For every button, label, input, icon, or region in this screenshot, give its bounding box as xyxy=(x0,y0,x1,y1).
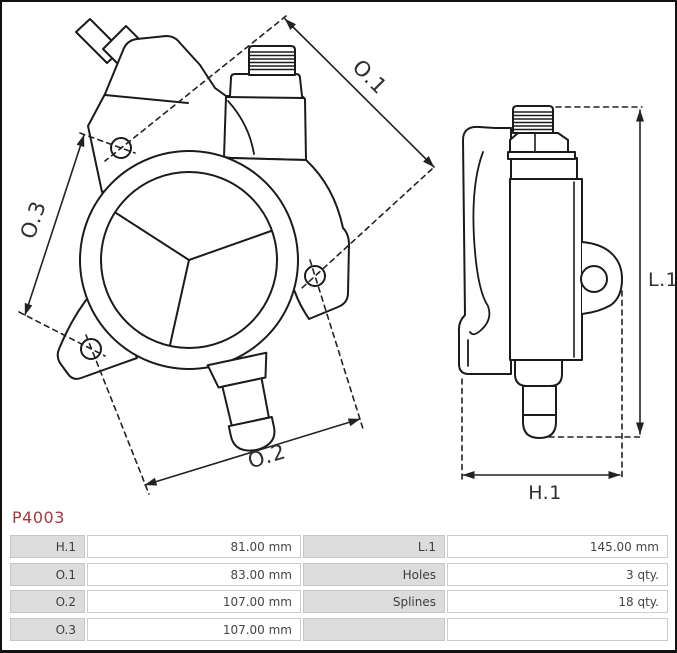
side-nut xyxy=(509,132,569,153)
side-body xyxy=(509,178,583,361)
side-view-drawing: L.1 H.1 xyxy=(457,105,675,504)
side-washer xyxy=(507,151,576,160)
spec-label-cell: Splines xyxy=(303,590,445,613)
part-number: P4003 xyxy=(12,508,65,527)
side-flange-contours xyxy=(467,151,491,367)
spec-label-cell: O.2 xyxy=(10,590,85,613)
spec-value-cell: 145.00 mm xyxy=(447,535,668,558)
spec-label-cell: O.3 xyxy=(10,617,85,641)
side-shoulder xyxy=(514,359,563,387)
spec-label-cell: H.1 xyxy=(10,535,85,558)
side-tab-hole xyxy=(580,265,608,293)
extension-lines-side xyxy=(461,106,643,481)
front-view-drawing: O.1 O.3 O.2 xyxy=(16,15,435,495)
dimension-label-l1: L.1 xyxy=(648,269,675,291)
spec-value-cell: 83.00 mm xyxy=(87,562,301,586)
dimension-label-h1: H.1 xyxy=(528,482,562,504)
spec-row: O.3 107.00 mm xyxy=(10,617,670,641)
dimension-lines-front xyxy=(24,18,435,486)
extension-lines-front xyxy=(18,15,433,495)
spec-row: O.2 107.00 mm Splines 18 qty. xyxy=(10,590,670,613)
technical-drawing: O.1 O.3 O.2 xyxy=(16,15,675,504)
spec-row: H.1 81.00 mm L.1 145.00 mm xyxy=(10,535,670,558)
dimension-line-o3 xyxy=(24,134,85,316)
dimension-label-o1: O.1 xyxy=(348,55,392,99)
side-flange-outline xyxy=(457,125,512,375)
spec-table: H.1 81.00 mm L.1 145.00 mm O.1 83.00 mm … xyxy=(10,535,670,641)
dimension-line-o1 xyxy=(284,18,435,168)
spec-label-cell xyxy=(303,617,445,641)
side-block xyxy=(510,157,578,180)
dimension-line-o2 xyxy=(144,418,361,486)
spec-value-cell: 107.00 mm xyxy=(87,617,301,641)
mounting-hole-right xyxy=(304,265,326,287)
spec-value-cell: 18 qty. xyxy=(447,590,668,613)
dimension-lines-side xyxy=(462,109,644,479)
spec-label-cell: O.1 xyxy=(10,562,85,586)
side-pushrod-tip xyxy=(522,414,557,439)
cover-spokes xyxy=(115,212,272,346)
spec-label-cell: L.1 xyxy=(303,535,445,558)
side-threaded-fitting xyxy=(512,105,554,134)
dimension-label-o3: O.3 xyxy=(16,198,51,242)
spec-row: O.1 83.00 mm Holes 3 qty. xyxy=(10,562,670,586)
spec-value-cell: 81.00 mm xyxy=(87,535,301,558)
connector-terminal xyxy=(75,18,143,66)
spec-value-cell: 3 qty. xyxy=(447,562,668,586)
side-pushrod xyxy=(522,385,557,416)
spec-label-cell: Holes xyxy=(303,562,445,586)
spec-value-cell xyxy=(447,617,668,641)
spec-value-cell: 107.00 mm xyxy=(87,590,301,613)
